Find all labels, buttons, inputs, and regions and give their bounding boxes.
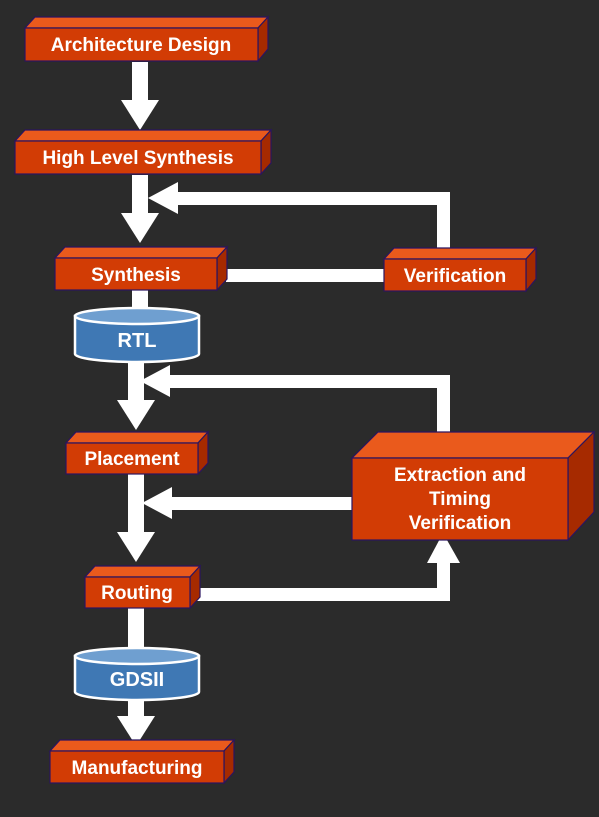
placement-label: Placement [84,449,180,470]
extraction-timing-verification-box: Extraction and Timing Verification [350,430,596,542]
arrow-extraction-feedback-lower [142,487,352,519]
gdsii-database-cylinder: GDSII [73,646,201,702]
connectors [117,62,460,746]
arrow-extraction-feedback-upper [140,365,450,435]
verification-box: Verification [382,246,538,293]
arrow-gdsii-to-manufacturing [117,700,155,746]
routing-label: Routing [101,583,173,604]
synthesis-box: Synthesis [53,245,229,292]
arrow-architecture-to-hls [121,62,159,130]
extraction-label-line3: Verification [409,513,511,534]
rtl-label: RTL [118,330,157,352]
line-synthesis-to-rtl [132,290,148,310]
extraction-label-line2: Timing [429,489,491,510]
arrow-hls-to-synthesis [121,175,159,243]
synthesis-label: Synthesis [91,265,181,286]
arrow-rtl-to-placement [117,362,155,430]
arrow-routing-to-extraction [196,533,460,601]
line-routing-to-gdsii [128,607,144,649]
routing-box: Routing [83,564,202,610]
architecture-design-label: Architecture Design [51,35,232,56]
arrow-placement-to-routing [117,474,155,562]
verification-label: Verification [404,266,506,287]
rtl-database-cylinder: RTL [73,306,201,364]
high-level-synthesis-box: High Level Synthesis [13,128,273,176]
manufacturing-box: Manufacturing [48,738,236,785]
placement-box: Placement [64,430,210,476]
gdsii-label: GDSII [110,669,164,691]
line-synthesis-to-verification [226,269,386,282]
high-level-synthesis-label: High Level Synthesis [42,148,233,169]
manufacturing-label: Manufacturing [72,758,203,779]
arrow-verification-feedback [148,182,450,249]
architecture-design-box: Architecture Design [23,15,270,63]
extraction-label-line1: Extraction and [394,465,526,486]
